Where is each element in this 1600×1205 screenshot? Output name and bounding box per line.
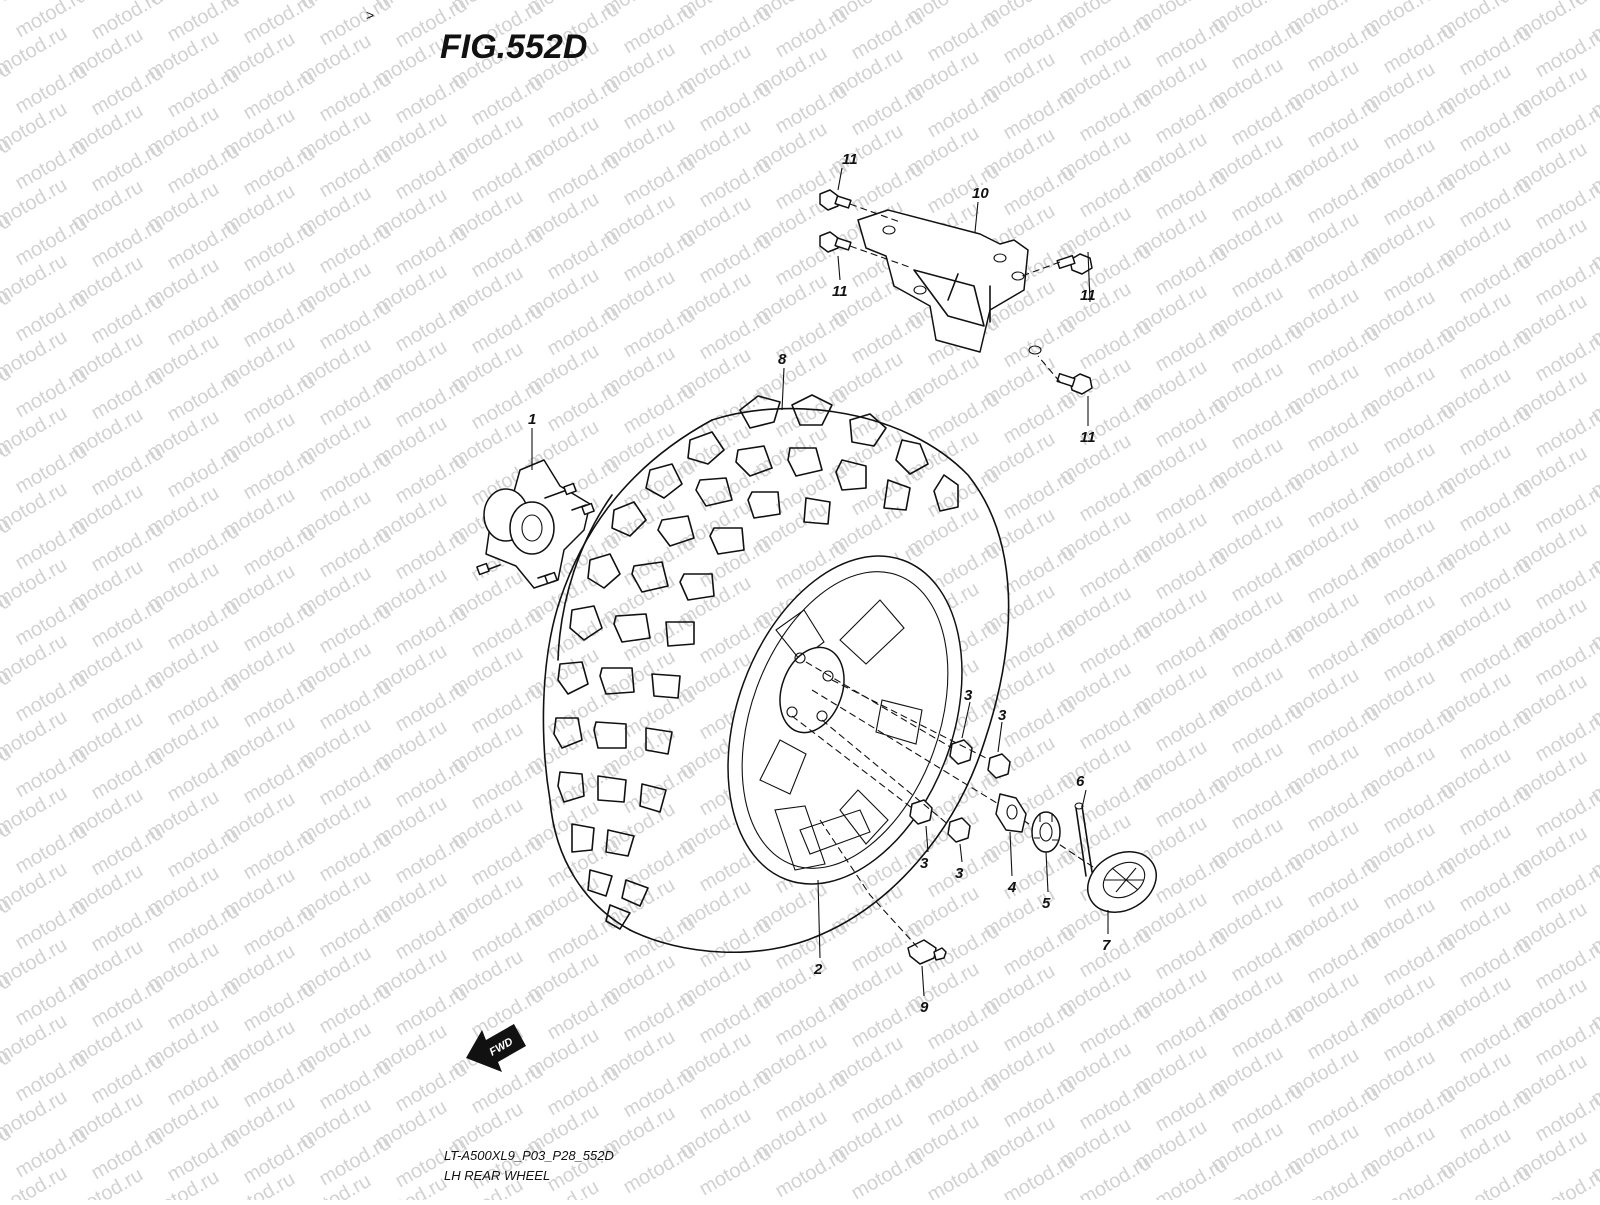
nav-mark[interactable]: >	[366, 7, 374, 23]
callout-part-1: 1	[528, 411, 536, 428]
bolt-11-top[interactable]	[820, 190, 851, 210]
castle-nut[interactable]	[1032, 812, 1060, 852]
callout-part-4: 4	[1007, 879, 1017, 896]
model-code: LT-A500XL9_P03_P28_552D	[444, 1148, 614, 1163]
watermark-text: motod.ru	[0, 0, 15, 40]
callout-part-6: 6	[1076, 773, 1085, 790]
callout-part-9: 9	[920, 999, 929, 1016]
callout-part-11: 11	[1080, 429, 1096, 446]
section-title: LH REAR WHEEL	[444, 1168, 550, 1183]
callout-part-2: 2	[813, 961, 823, 978]
callout-part-3: 3	[955, 865, 964, 882]
callout-part-8: 8	[778, 351, 787, 368]
callout-part-3: 3	[998, 707, 1007, 724]
callout-part-3: 3	[920, 855, 929, 872]
callout-part-7: 7	[1102, 937, 1111, 954]
callout-part-10: 10	[972, 185, 989, 202]
callout-part-11: 11	[832, 283, 848, 300]
figure-title: FIG.552D	[440, 28, 587, 66]
watermark-text: motod.ru	[696, 1142, 775, 1200]
callout-part-3: 3	[964, 687, 973, 704]
callout-part-11: 11	[842, 151, 858, 168]
callout-part-11: 11	[1080, 287, 1096, 304]
watermark-text: motod.ru	[620, 1140, 699, 1199]
callout-part-5: 5	[1042, 895, 1051, 912]
